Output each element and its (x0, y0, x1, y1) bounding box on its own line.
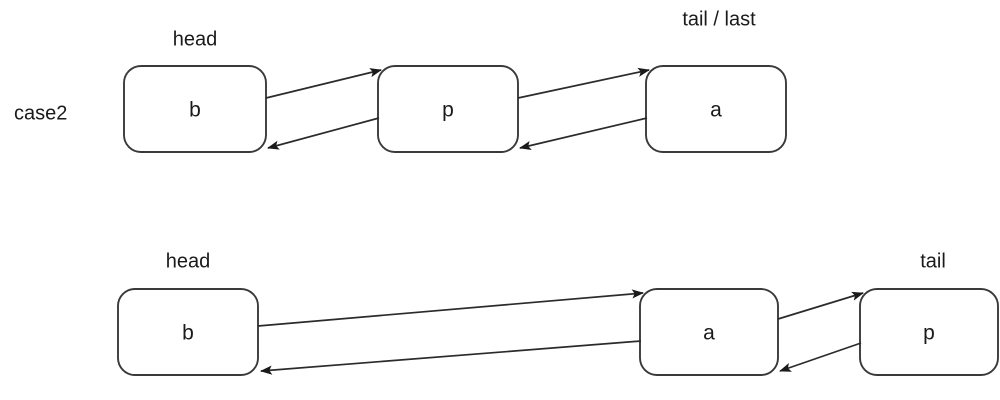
link-a-to-p-prev (519, 117, 648, 150)
node-p-bottom[interactable]: p (859, 288, 999, 376)
row-after: head tail b a p (117, 250, 999, 376)
node-b-top[interactable]: b (123, 65, 267, 153)
annotation-head-top: head (173, 28, 218, 50)
row-before: case2 head tail / last b p a (14, 8, 787, 153)
node-a-top[interactable]: a (645, 65, 787, 153)
link-p-to-a-next (517, 67, 650, 99)
node-box[interactable] (645, 65, 787, 153)
link-a-to-p-next (777, 291, 864, 320)
node-box[interactable] (117, 288, 259, 376)
annotation-tail-last-top: tail / last (682, 8, 756, 30)
link-p-to-b-prev (267, 117, 380, 150)
node-box[interactable] (377, 65, 519, 153)
node-value: p (923, 322, 935, 345)
node-value: b (189, 99, 201, 122)
link-b-to-a-next (257, 289, 644, 327)
annotation-tail-bottom: tail (920, 250, 946, 272)
row-label-case2: case2 (14, 102, 67, 124)
node-value: a (710, 99, 722, 122)
node-p-top[interactable]: p (377, 65, 519, 153)
link-a-to-b-prev (260, 340, 642, 375)
node-value: a (703, 322, 715, 345)
node-a-bottom[interactable]: a (639, 288, 779, 376)
node-value: b (182, 322, 194, 345)
node-box[interactable] (123, 65, 267, 153)
node-box[interactable] (859, 288, 999, 376)
node-b-bottom[interactable]: b (117, 288, 259, 376)
annotation-head-bottom: head (166, 250, 211, 272)
link-p-to-a-prev (779, 342, 862, 372)
node-value: p (442, 99, 454, 122)
link-b-to-p-next (265, 68, 382, 99)
node-box[interactable] (639, 288, 779, 376)
